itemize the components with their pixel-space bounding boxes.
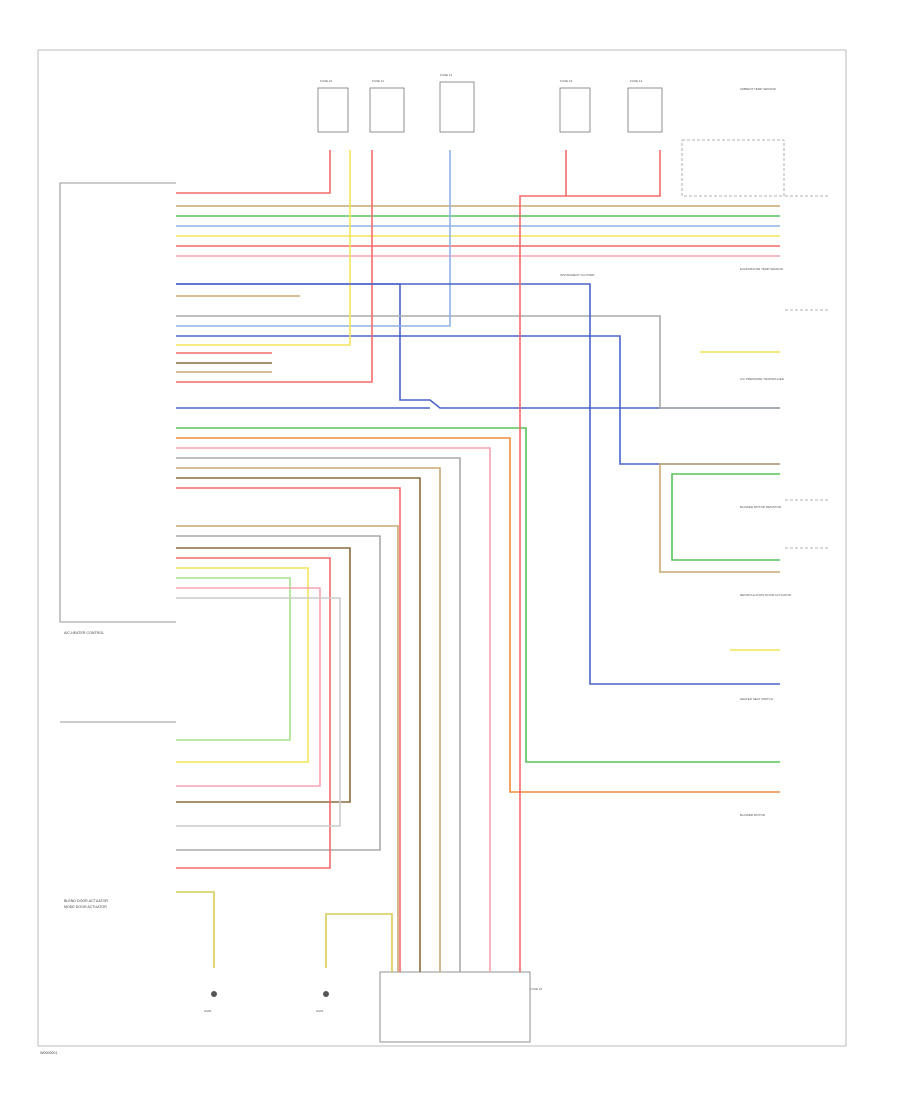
wire-gray-5 — [176, 597, 341, 827]
wire-pink-2 — [176, 587, 321, 787]
ground-symbol-2 — [323, 991, 329, 997]
wire-brown-3 — [176, 547, 351, 803]
wire-red-1 — [176, 150, 331, 194]
component-label-5: RECIRCULATION DOOR ACTUATOR — [740, 593, 792, 597]
footer-code: W0000001 — [40, 1051, 57, 1055]
wire-green-3 — [671, 473, 780, 561]
wire-tan-5 — [659, 463, 780, 573]
component-label-4: BLOWER MOTOR RESISTOR — [740, 505, 782, 509]
diagram-frame — [37, 49, 847, 1047]
bottom-connector — [379, 971, 531, 1043]
wire-tan-4 — [176, 467, 441, 972]
wire-red-5 — [176, 487, 401, 972]
component-label-6: HEATED SEAT SWITCH — [740, 697, 773, 701]
ground-label-2: G201 — [316, 1009, 324, 1013]
wire-gray-1 — [176, 315, 780, 409]
wire-green-2 — [176, 427, 780, 763]
blend-door-label: BLEND DOOR ACTUATOR — [64, 899, 108, 903]
fuse-label-5: FUSE 14 — [630, 79, 643, 83]
ground-symbols — [211, 991, 329, 997]
fuse-label-4: FUSE 13 — [560, 79, 573, 83]
module-name: A/C-HEATER CONTROL — [64, 631, 104, 635]
fuse-label-2: FUSE 11 — [372, 79, 384, 83]
module-box — [59, 182, 176, 623]
wire-yellow-7 — [325, 913, 393, 972]
fuse-label-3: FUSE 12 — [440, 73, 453, 77]
component-label-3: A/C PRESSURE TRANSDUCER — [740, 377, 785, 381]
wire-brown-2 — [176, 477, 421, 972]
fuse-label-1: FUSE 10 — [320, 79, 333, 83]
wire-pink-1 — [176, 447, 491, 972]
wires — [176, 150, 780, 972]
wire-red-6 — [519, 150, 661, 972]
component-label-2: EVAPORATOR TEMP SENSOR — [740, 267, 784, 271]
wire-yellow-5 — [176, 567, 309, 763]
wire-yellow-2 — [176, 150, 351, 346]
wire-gray-3 — [176, 457, 461, 972]
component-label-8: INSTRUMENT CLUSTER — [560, 273, 595, 277]
fuse-label-6: FUSE 15 — [530, 987, 543, 991]
wire-red-4 — [176, 150, 373, 383]
component-label-7: BLOWER MOTOR — [740, 813, 766, 817]
wire-blue-2 — [176, 283, 780, 409]
wire-gray-2 — [176, 150, 451, 327]
ground-label-1: G200 — [204, 1009, 212, 1013]
mode-door-label: MODE DOOR ACTUATOR — [64, 905, 107, 909]
wire-gray-4 — [176, 535, 381, 851]
ground-symbol-1 — [211, 991, 217, 997]
wire-yellow-6 — [176, 891, 215, 968]
wire-orange-1 — [176, 437, 780, 793]
wire-blue-5 — [176, 283, 780, 685]
fuse-boxes — [317, 81, 663, 133]
wire-blue-3 — [176, 335, 780, 465]
wire-tan-6 — [176, 525, 399, 972]
wire-red-8 — [176, 557, 331, 869]
right-components — [681, 139, 830, 549]
component-label-1: AMBIENT TEMP SENSOR — [740, 87, 777, 91]
wire-lightgreen-1 — [176, 577, 291, 741]
